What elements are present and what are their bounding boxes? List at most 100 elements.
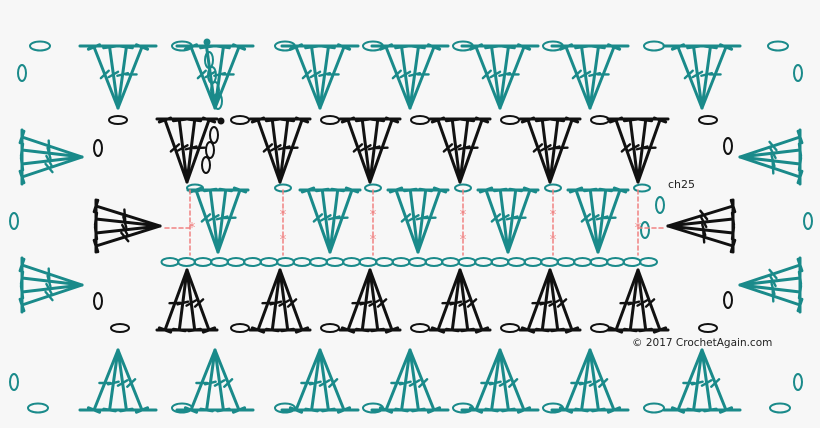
double-crochet-top-bar xyxy=(288,43,304,51)
double-crochet-tick xyxy=(185,299,198,307)
foundation-chain-stitch xyxy=(342,257,361,267)
double-crochet-stem xyxy=(20,148,84,159)
double-crochet-stem xyxy=(614,268,640,332)
double-crochet-tick xyxy=(408,379,421,387)
double-crochet-stem xyxy=(205,348,217,412)
foundation-chain-stitch xyxy=(424,257,444,267)
double-crochet-tick xyxy=(508,378,519,388)
double-crochet-tick xyxy=(376,298,388,308)
double-crochet-stem xyxy=(436,268,462,332)
double-crochet-top-bar xyxy=(444,117,460,123)
chain-count-label: ch25 xyxy=(668,178,696,191)
double-crochet-top-bar xyxy=(394,407,410,413)
double-crochet-stem xyxy=(346,268,372,332)
double-crochet-stem xyxy=(194,188,220,254)
double-crochet-tick xyxy=(627,144,640,152)
double-crochet-top-bar xyxy=(300,186,316,194)
double-crochet-stem xyxy=(294,348,322,412)
slip-stitch xyxy=(203,38,211,46)
double-crochet-top-bar xyxy=(384,116,400,124)
double-crochet-top-bar xyxy=(474,116,490,124)
double-crochet-tick xyxy=(121,223,129,236)
double-crochet-top-bar xyxy=(280,327,296,333)
double-crochet-tick xyxy=(627,300,641,306)
double-crochet-top-bar xyxy=(370,327,386,333)
double-crochet-stem xyxy=(318,348,346,412)
double-crochet-stem xyxy=(185,268,211,332)
chain-stitch xyxy=(793,64,803,82)
double-crochet-stem xyxy=(408,188,420,254)
stitch-marker: * xyxy=(635,221,642,236)
double-crochet-stem xyxy=(94,217,162,228)
double-crochet-stem xyxy=(666,224,735,248)
double-crochet-top-bar xyxy=(215,407,231,413)
double-crochet-top-bar xyxy=(102,407,118,413)
double-crochet-top-bar xyxy=(250,326,266,334)
stitch-marker: * xyxy=(370,233,377,248)
double-crochet-stem xyxy=(213,348,241,412)
double-crochet-top-bar xyxy=(606,406,622,414)
double-crochet-top-bar xyxy=(638,327,654,333)
double-crochet-stem xyxy=(208,188,220,254)
double-crochet-stem xyxy=(20,263,84,287)
double-crochet-stem xyxy=(163,268,189,332)
double-crochet-tick xyxy=(269,300,283,306)
double-crochet-top-bar xyxy=(304,44,320,50)
double-crochet-top-bar xyxy=(534,117,550,123)
double-crochet-tick xyxy=(699,209,709,221)
double-crochet-stem xyxy=(216,188,228,254)
double-crochet-top-bar xyxy=(574,44,590,50)
chain-stitch xyxy=(320,115,340,125)
double-crochet-top-bar xyxy=(344,186,360,194)
double-crochet-tick xyxy=(532,143,544,153)
double-crochet-top-bar xyxy=(582,187,598,193)
double-crochet-stem xyxy=(738,283,802,307)
double-crochet-tick xyxy=(278,299,291,307)
double-crochet-top-bar xyxy=(430,116,446,124)
double-crochet-stem xyxy=(278,268,290,332)
double-crochet-tick xyxy=(489,70,502,79)
double-crochet-tick xyxy=(122,215,128,229)
double-crochet-stem xyxy=(408,348,436,412)
double-crochet-tick xyxy=(407,214,420,222)
double-crochet-top-bar xyxy=(590,407,606,413)
chain-stitch xyxy=(213,92,223,110)
double-crochet-stem xyxy=(213,45,241,110)
double-crochet-top-bar xyxy=(264,117,280,123)
double-crochet-stem xyxy=(474,348,502,412)
double-crochet-stem xyxy=(666,204,735,228)
double-crochet-top-bar xyxy=(474,326,490,334)
double-crochet-top-bar xyxy=(187,117,203,123)
double-crochet-tick xyxy=(123,208,127,222)
double-crochet-top-bar xyxy=(202,187,218,193)
double-crochet-tick xyxy=(442,143,454,153)
foundation-chain-stitch xyxy=(441,257,460,267)
double-crochet-top-bar xyxy=(118,44,134,50)
double-crochet-top-bar xyxy=(686,407,702,413)
double-crochet-stem xyxy=(318,45,346,110)
double-crochet-stem xyxy=(416,188,442,254)
double-crochet-top-bar xyxy=(314,187,330,193)
double-crochet-tick xyxy=(301,69,312,80)
double-crochet-tick xyxy=(399,70,412,79)
double-crochet-stem xyxy=(20,155,84,179)
double-crochet-stem xyxy=(306,188,332,254)
double-crochet-stem xyxy=(408,45,436,110)
double-crochet-stem xyxy=(20,276,84,287)
double-crochet-tick xyxy=(556,298,568,308)
double-crochet-tick xyxy=(45,154,53,167)
double-crochet-top-bar xyxy=(394,44,410,50)
double-crochet-stem xyxy=(738,135,802,159)
double-crochet-stem xyxy=(108,348,120,412)
double-crochet-top-bar xyxy=(432,186,448,194)
double-crochet-stem xyxy=(270,118,282,184)
double-crochet-top-bar xyxy=(340,326,356,334)
double-crochet-top-bar xyxy=(231,406,247,414)
double-crochet-top-bar xyxy=(460,117,476,123)
double-crochet-top-bar xyxy=(468,43,484,51)
double-crochet-stem xyxy=(692,45,704,110)
foundation-chain-stitch xyxy=(210,257,229,267)
double-crochet-top-bar xyxy=(294,326,310,334)
double-crochet-stem xyxy=(450,268,462,332)
